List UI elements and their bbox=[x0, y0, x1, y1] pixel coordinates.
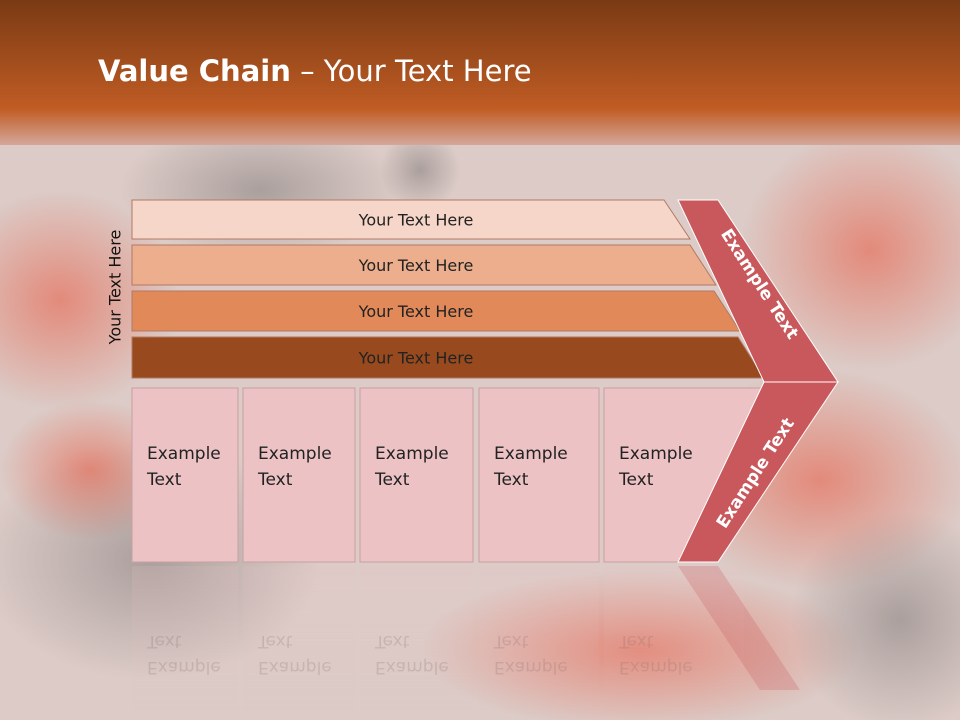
column-1 bbox=[131, 387, 239, 563]
column-reflection-line1-1: Example bbox=[147, 657, 221, 677]
slide-title-bold: Value Chain bbox=[98, 54, 291, 88]
column-reflection-4 bbox=[479, 566, 599, 716]
column-reflection-line1-4: Example bbox=[494, 657, 568, 677]
column-label-5-line2: Text bbox=[618, 470, 654, 490]
column-label-2-line1: Example bbox=[258, 444, 332, 464]
column-reflection-line1-3: Example bbox=[375, 657, 449, 677]
band-2 bbox=[131, 244, 717, 286]
arrow-lower-segment bbox=[677, 381, 839, 563]
column-label-1-line1: Example bbox=[147, 444, 221, 464]
band-label-3: Your Text Here bbox=[358, 302, 474, 321]
column-2 bbox=[242, 387, 356, 563]
column-label-4-line2: Text bbox=[493, 470, 529, 490]
header-band bbox=[0, 0, 960, 145]
band-label-4: Your Text Here bbox=[358, 349, 474, 368]
column-3 bbox=[359, 387, 474, 563]
column-reflection-line2-1: Text bbox=[146, 631, 182, 651]
column-reflection-5 bbox=[604, 566, 744, 716]
column-reflection-line2-2: Text bbox=[257, 631, 293, 651]
slide-title-rest: – Your Text Here bbox=[290, 54, 532, 88]
slide-title: Value Chain – Your Text Here bbox=[98, 54, 532, 88]
column-reflection-line1-2: Example bbox=[258, 657, 332, 677]
column-reflection-1 bbox=[132, 566, 238, 716]
column-4 bbox=[478, 387, 600, 563]
side-label: Your Text Here bbox=[105, 229, 125, 345]
column-label-4-line1: Example bbox=[494, 444, 568, 464]
band-label-1: Your Text Here bbox=[358, 211, 474, 230]
column-reflection-line2-3: Text bbox=[374, 631, 410, 651]
column-label-3-line1: Example bbox=[375, 444, 449, 464]
column-label-3-line2: Text bbox=[374, 470, 410, 490]
column-reflection-line1-5: Example bbox=[619, 657, 693, 677]
column-reflection-line2-5: Text bbox=[618, 631, 654, 651]
column-label-1-line2: Text bbox=[146, 470, 182, 490]
column-label-2-line2: Text bbox=[257, 470, 293, 490]
arrow-reflection bbox=[678, 566, 800, 690]
band-label-2: Your Text Here bbox=[358, 256, 474, 275]
column-label-5-line1: Example bbox=[619, 444, 693, 464]
band-1 bbox=[131, 199, 691, 240]
column-reflection-3 bbox=[360, 566, 473, 716]
column-reflection-line2-4: Text bbox=[493, 631, 529, 651]
column-reflection-2 bbox=[243, 566, 355, 716]
